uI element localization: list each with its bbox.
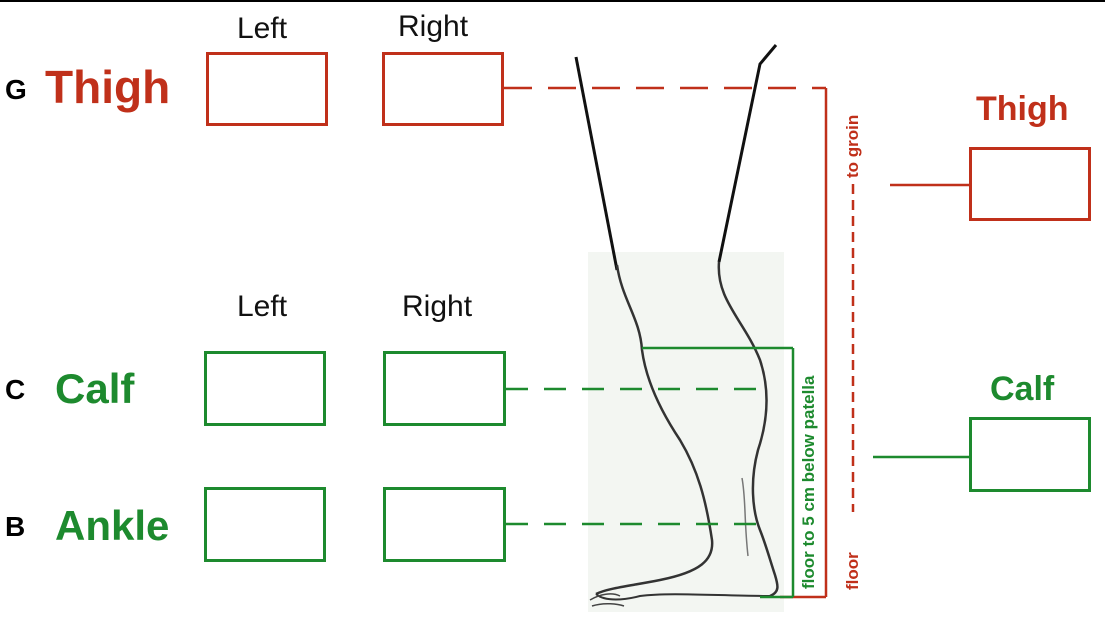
top-rule xyxy=(0,0,1105,2)
leg-front-outline xyxy=(717,261,779,598)
ankle-left-input-box[interactable] xyxy=(204,487,326,562)
thigh-right-input-box[interactable] xyxy=(382,52,504,126)
ankle-row-letter: B xyxy=(5,511,26,542)
thigh-length-input-box[interactable] xyxy=(969,147,1091,221)
thigh-left-input-box[interactable] xyxy=(206,52,328,126)
thigh-length-top-label: to groin xyxy=(843,114,862,178)
thigh-row-letter: G xyxy=(5,74,27,105)
left-thigh-outline xyxy=(574,56,619,271)
calf-row-label: Calf xyxy=(55,365,135,412)
ankle-tendon-detail xyxy=(741,477,749,557)
calf-row-letter: C xyxy=(5,374,26,405)
lower-left-header: Left xyxy=(237,290,288,323)
ankle-row-label: Ankle xyxy=(55,502,170,549)
thigh-row-label: Thigh xyxy=(45,61,171,113)
calf-length-measurement-label: floor to 5 cm below patella xyxy=(799,375,818,589)
thigh-length-label: Thigh xyxy=(976,90,1069,128)
thigh-length-bottom-label: floor xyxy=(843,552,862,590)
calf-length-label: Calf xyxy=(990,370,1055,408)
calf-left-input-box[interactable] xyxy=(204,351,326,426)
foot-sole-outline xyxy=(595,593,771,601)
right-thigh-outline xyxy=(717,44,778,263)
calf-right-input-box[interactable] xyxy=(383,351,506,426)
leg-back-outline xyxy=(595,264,714,596)
calf-length-input-box[interactable] xyxy=(969,417,1091,492)
toes-outline xyxy=(589,593,625,607)
thigh-left-header: Left xyxy=(237,12,288,45)
lower-right-header: Right xyxy=(402,290,473,323)
leg-photo-background xyxy=(588,252,784,612)
thigh-right-header: Right xyxy=(398,10,469,43)
ankle-right-input-box[interactable] xyxy=(383,487,506,562)
